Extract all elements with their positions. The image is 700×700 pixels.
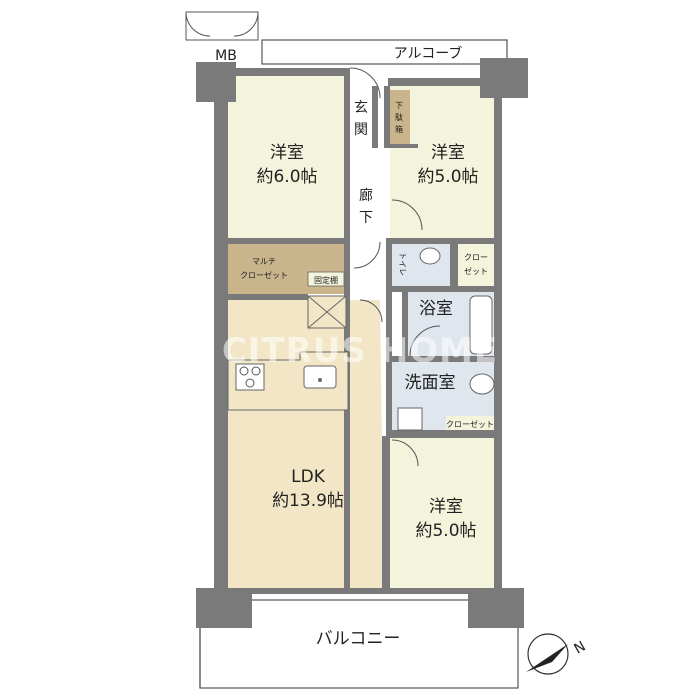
- mb-label: MB: [215, 48, 237, 64]
- compass-icon: N: [526, 633, 589, 675]
- bath-label: 浴室: [419, 299, 453, 319]
- kitchen: [227, 295, 349, 411]
- corridor-label-2: 下: [359, 210, 373, 226]
- washroom-label: 洗面室: [405, 373, 456, 393]
- compass-label: N: [571, 638, 588, 657]
- room-western-nw: [228, 76, 346, 239]
- fixtures: [397, 247, 495, 431]
- closet-ne-label-1: クロー: [464, 253, 488, 262]
- western-nw-name: 洋室: [270, 143, 304, 163]
- room-toilet: [392, 244, 450, 286]
- multi-closet-label-1: マルチ: [252, 257, 276, 266]
- doors: [185, 11, 441, 467]
- room-closet-small: [446, 416, 496, 432]
- shoebox-label-3: 箱: [395, 124, 403, 134]
- corridor-label-1: 廊: [359, 187, 373, 204]
- room-genkan: [348, 90, 372, 146]
- western-se-name: 洋室: [429, 497, 463, 517]
- walls: [196, 58, 528, 628]
- washer-pan-icon: [397, 407, 423, 431]
- sink-icon: [303, 365, 337, 389]
- toilet-icon: [419, 247, 441, 265]
- closet-small-label: クローゼット: [446, 419, 494, 429]
- room-western-se: [390, 438, 498, 590]
- ldk-size: 約13.9帖: [272, 491, 344, 511]
- bathtub-icon: [469, 295, 493, 355]
- ldk-name: LDK: [291, 467, 326, 487]
- toilet-label: トイレ: [398, 252, 407, 276]
- western-se-size: 約5.0帖: [415, 521, 476, 541]
- genkan-label-1: 玄: [354, 99, 368, 116]
- western-ne-name: 洋室: [431, 143, 465, 163]
- room-corridor: [348, 148, 384, 298]
- genkan-label-2: 関: [354, 122, 368, 138]
- western-ne-size: 約5.0帖: [417, 167, 478, 187]
- washbasin-icon: [469, 373, 495, 395]
- shoebox-label-2: 駄: [395, 112, 403, 122]
- alcove-label: アルコーブ: [394, 45, 463, 62]
- fixed-shelf-label: 固定棚: [314, 275, 338, 285]
- room-closet-ne: [458, 244, 494, 286]
- fixed-shelf: [307, 271, 345, 287]
- balcony-label: バルコニー: [316, 629, 401, 649]
- shoebox-label-1: 下: [395, 101, 403, 110]
- room-shoebox: [388, 90, 410, 146]
- exterior-lines: [199, 39, 519, 689]
- closet-ne-label-2: ゼット: [464, 266, 488, 276]
- room-multi-closet: [228, 244, 346, 294]
- watermark-text: CITRUS HOME: [222, 331, 498, 371]
- western-nw-size: 約6.0帖: [256, 167, 317, 187]
- multi-closet-label-2: クローゼット: [240, 270, 288, 280]
